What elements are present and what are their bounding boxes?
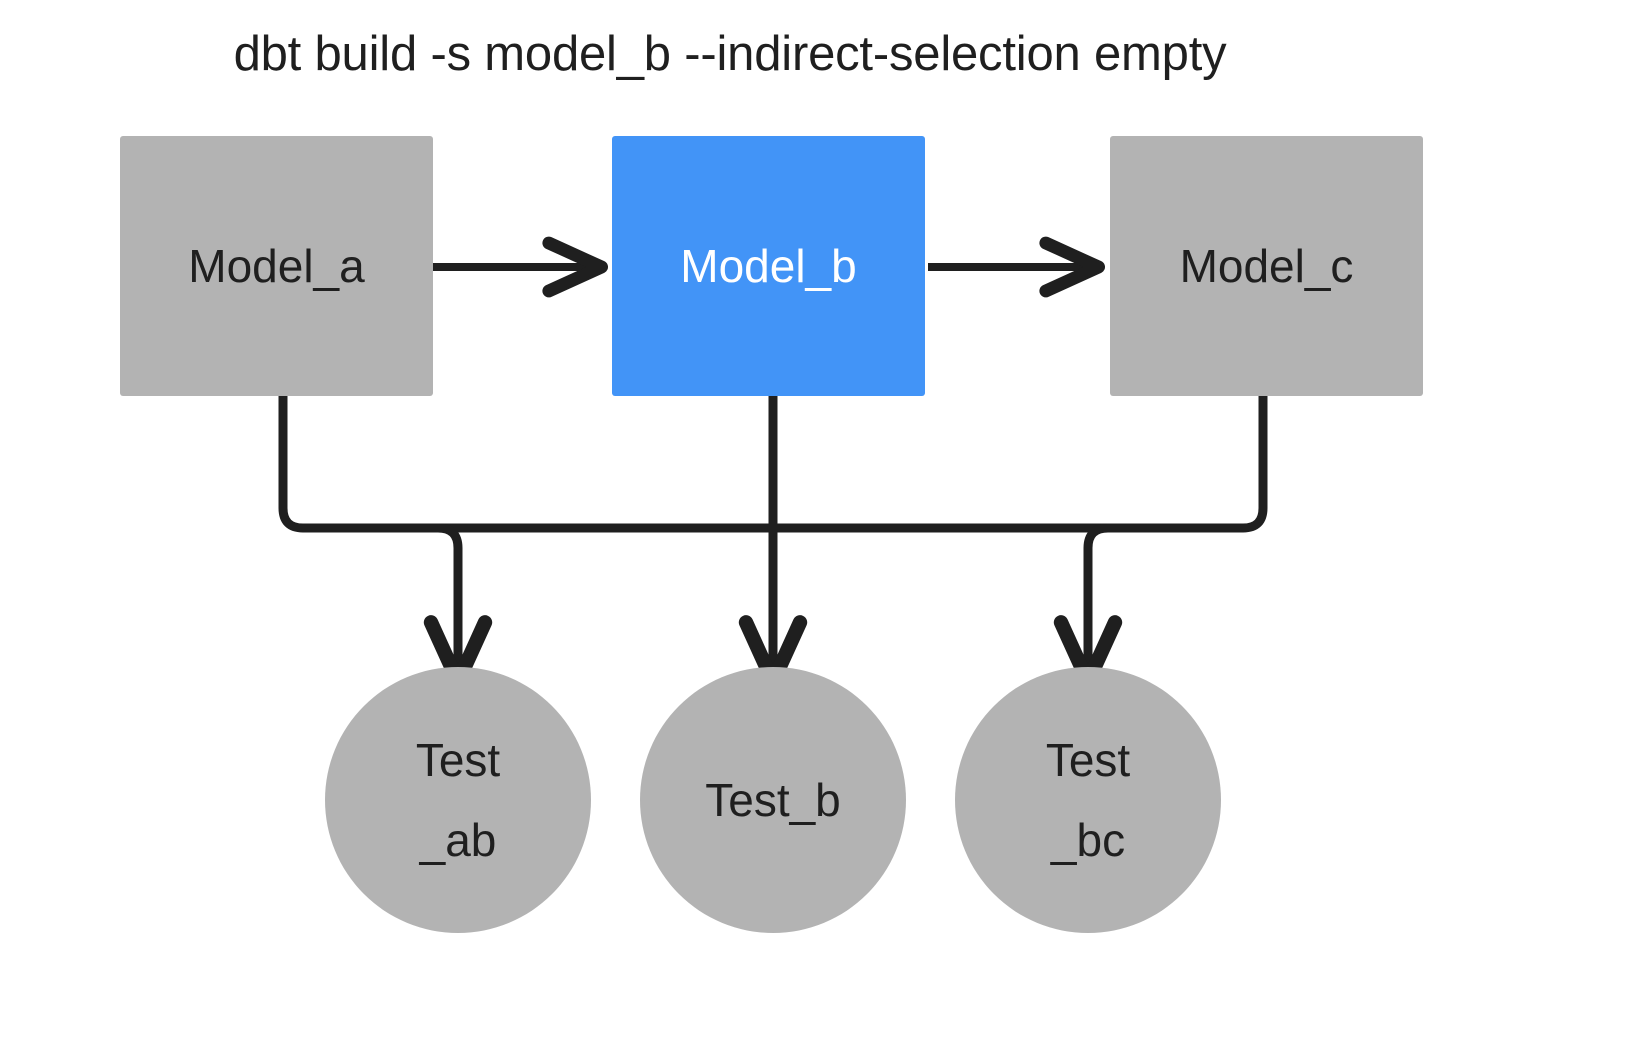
node-model-c-label: Model_c <box>1179 240 1354 292</box>
edge-bus-to-test-bc <box>1053 523 1123 689</box>
node-test-b[interactable]: Test_b <box>640 667 906 933</box>
node-model-a-label: Model_a <box>188 240 365 292</box>
node-test-ab-label-line2: _ab <box>419 814 497 866</box>
diagram-title: dbt build -s model_b --indirect-selectio… <box>233 27 1227 81</box>
node-model-a[interactable]: Model_a <box>120 136 433 396</box>
node-test-bc-label-line1: Test <box>1045 733 1131 786</box>
node-model-b-label: Model_b <box>680 240 857 292</box>
node-test-bc[interactable]: Test _bc <box>955 667 1221 933</box>
node-model-b[interactable]: Model_b <box>612 136 925 396</box>
node-model-c[interactable]: Model_c <box>1110 136 1423 396</box>
edge-model-a-to-bus <box>278 391 778 533</box>
node-test-ab[interactable]: Test _ab <box>325 667 591 933</box>
node-test-bc-label-line2: _bc <box>1050 814 1126 866</box>
node-test-ab-label-line1: Test <box>415 733 501 786</box>
edge-bus-to-test-ab <box>423 523 493 689</box>
edge-model-c-to-bus <box>768 391 1268 533</box>
node-test-b-label-line1: Test_b <box>705 773 841 826</box>
